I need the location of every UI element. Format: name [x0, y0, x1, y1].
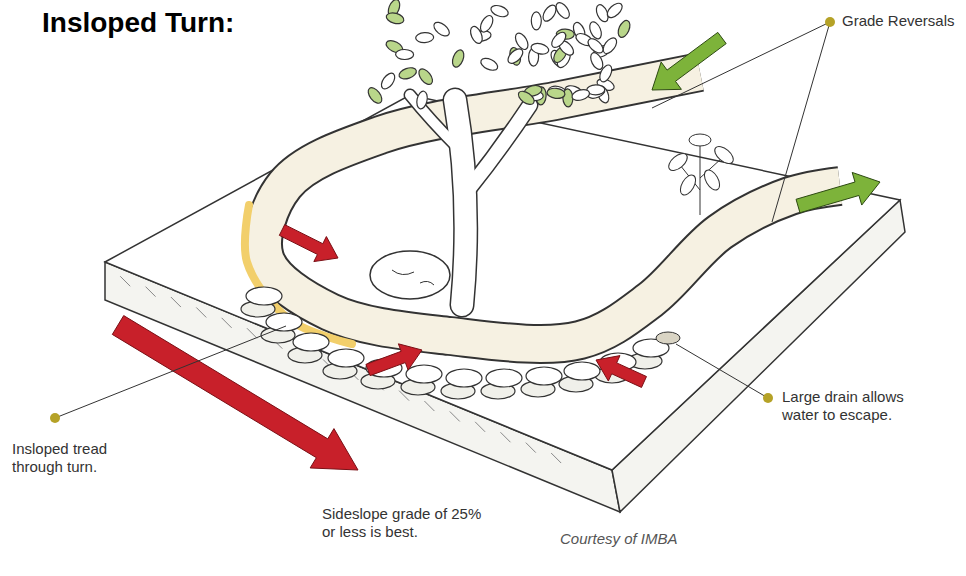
callout-label: Large drain allows water to escape. [782, 388, 937, 424]
flow-arrows [112, 32, 880, 470]
diagram-title: Insloped Turn: [42, 6, 234, 40]
slab-top-face [105, 95, 900, 470]
callout-label: Insloped tread through turn. [12, 440, 137, 476]
callout-label: Grade Reversals [842, 12, 955, 30]
trail-tread [263, 72, 840, 344]
note-label: Sideslope grade of 25% or less is best. [322, 505, 482, 541]
inslope-arrow [596, 356, 646, 388]
trail-edge [263, 72, 840, 344]
travel-arrow [652, 32, 726, 90]
inslope-arrow [279, 225, 338, 262]
tree [366, 0, 633, 305]
boulder-detail [392, 270, 434, 285]
drain [656, 332, 680, 344]
travel-arrow [796, 172, 880, 212]
plant [666, 134, 737, 215]
boulder [370, 251, 450, 299]
leader-lines [50, 17, 835, 423]
inslope-arrow [366, 344, 422, 376]
credit-label: Courtesy of IMBA [560, 530, 678, 548]
sideslope-arrow [112, 316, 358, 470]
insloped-strip [245, 205, 352, 344]
